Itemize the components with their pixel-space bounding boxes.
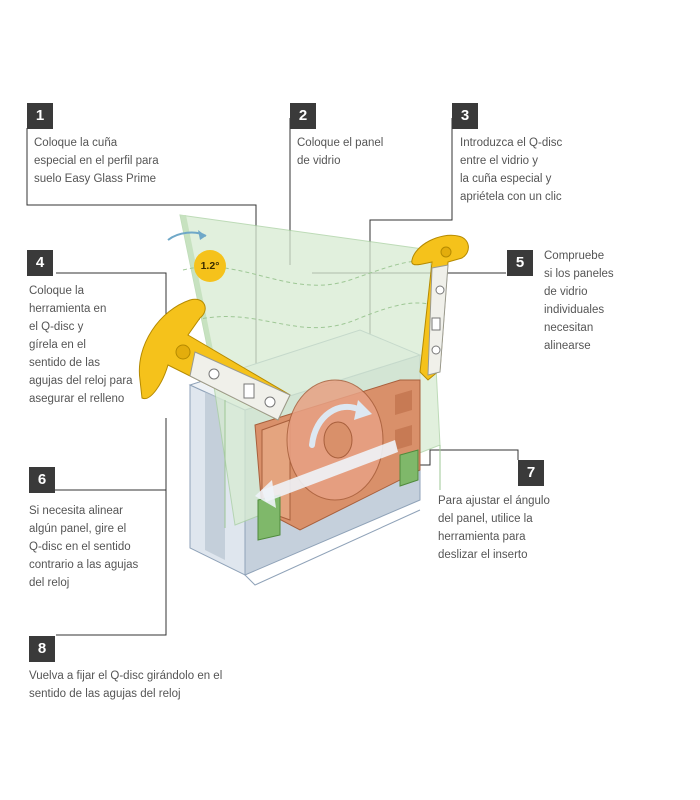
leader-line-7 <box>410 449 519 466</box>
installation-tool-right <box>411 234 469 381</box>
step-text-6: Si necesita alinear algún panel, gire el… <box>29 505 139 589</box>
q-disc <box>255 379 398 508</box>
step-number-3: 3 <box>452 103 478 129</box>
leader-line-8 <box>56 490 167 636</box>
step-number-8: 8 <box>29 636 55 662</box>
step-text-2: Coloque el panel de vidrio <box>297 137 384 167</box>
tilt-angle-badge: 1.2° <box>194 250 226 282</box>
step-text-5: Compruebe si los paneles de vidrio indiv… <box>544 250 614 352</box>
installation-tool-left <box>138 298 291 421</box>
step-text-1: Coloque la cuña especial en el perfil pa… <box>34 137 159 185</box>
step-text-4: Coloque la herramienta en el Q-disc y gí… <box>29 285 133 405</box>
step-number-2: 2 <box>290 103 316 129</box>
glass-edge-lines <box>224 400 441 528</box>
step-number-5: 5 <box>507 250 533 276</box>
step-number-6: 6 <box>29 467 55 493</box>
leader-line-6 <box>54 418 167 491</box>
step-text-3: Introduzca el Q-disc entre el vidrio y l… <box>460 137 563 203</box>
step-number-1: 1 <box>27 103 53 129</box>
step-number-4: 4 <box>27 250 53 276</box>
step-text-7: Para ajustar el ángulo del panel, utilic… <box>438 495 550 561</box>
step-number-7: 7 <box>518 460 544 486</box>
step-text-8: Vuelva a fijar el Q-disc girándolo en el… <box>29 670 223 700</box>
